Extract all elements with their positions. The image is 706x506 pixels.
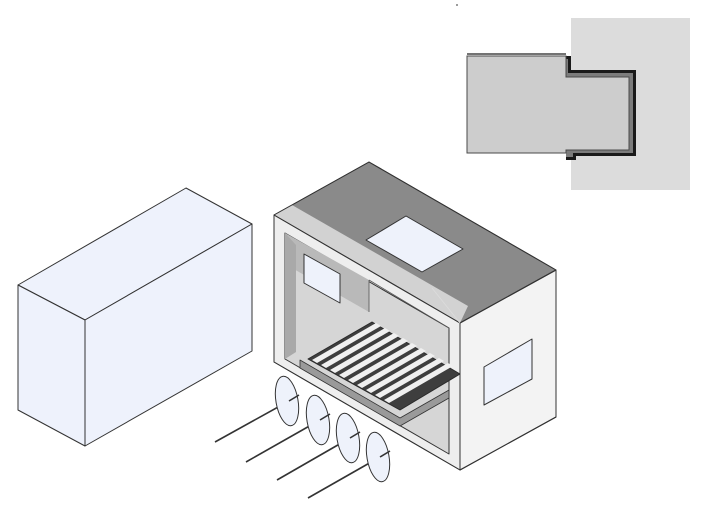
grate-slat [321,328,390,368]
pin-disc-2 [245,394,331,463]
box-top-side-edge [459,269,557,324]
box-interior-left-wall [285,233,296,359]
grate-slat [384,363,453,403]
pin-tip [319,413,331,421]
grate-slat [339,338,408,378]
pin-disc [305,394,331,446]
pin-discs [214,375,391,499]
pin-disc [335,412,361,464]
grate-slat [312,323,381,363]
grate-slat [348,343,417,383]
box-outer-outline [273,161,557,471]
side-panel-window [483,338,533,406]
inset-dot [456,4,458,6]
open-frame-box [273,161,557,471]
pin-shaft [214,400,290,443]
pin-tip [379,450,391,458]
box-top-front-edge [273,214,461,324]
box-corner-highlight [431,287,461,324]
grate-slat [330,333,399,373]
pin-tip [349,431,361,439]
inset-mating-block [466,55,630,154]
pin-disc-3 [276,412,361,481]
box-interior-ceiling-edge [368,279,450,329]
interior-grate-slats [312,323,453,403]
pin-tip [288,394,300,402]
inner-wall-window [303,253,341,304]
pin-disc-1 [214,375,300,443]
grate-slat [357,348,426,388]
box-top-front-band [274,205,468,323]
pin-disc [274,375,300,427]
joint-detail-inset [456,4,690,190]
pin-disc [365,431,391,483]
interior-grate-front-lip [299,359,450,427]
solid-block [17,187,253,447]
pin-shaft [245,419,321,463]
pin-disc-4 [307,431,391,499]
top-panel-window [365,215,464,273]
grate-slat [366,353,435,393]
solid-block-side-face [84,223,253,447]
grate-slat [375,358,444,398]
